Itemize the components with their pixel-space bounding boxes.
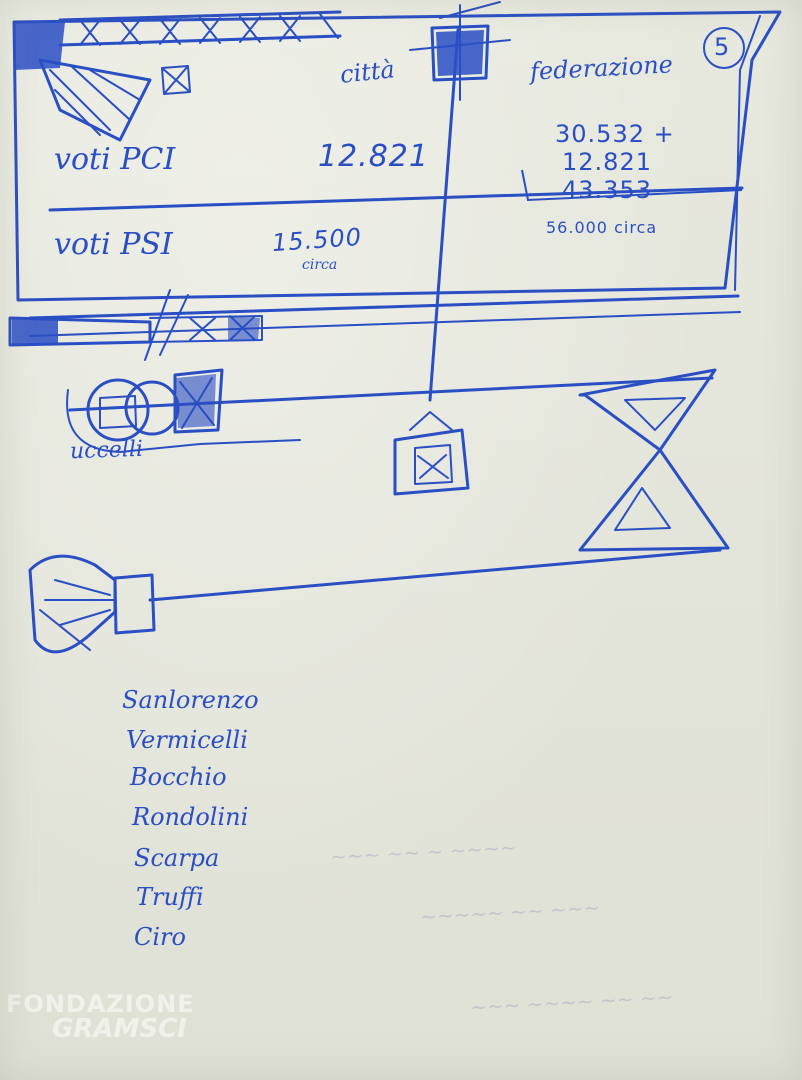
pci-federation-addend-1: 30.532 + (555, 120, 675, 148)
watermark-line-1: FONDAZIONE (6, 990, 195, 1018)
psi-city-note: circa (302, 257, 338, 273)
name-item: Ciro (134, 923, 186, 951)
scribbled-word: uccelli (69, 436, 144, 465)
psi-city-value: 15.500 (271, 222, 363, 258)
row-label-psi-votes: voti PSI (54, 227, 173, 262)
name-item: Truffi (136, 883, 204, 911)
pci-federation-total: 43.353 (562, 176, 652, 204)
name-item: Scarpa (134, 844, 220, 872)
name-item: Sanlorenzo (122, 686, 259, 714)
name-item: Bocchio (130, 763, 227, 791)
pci-city-value: 12.821 (318, 139, 429, 174)
column-header-federation: federazione (529, 50, 674, 86)
watermark-line-2: GRAMSCI (52, 1014, 187, 1044)
column-header-city: città (338, 55, 397, 89)
page-number: 5 (714, 33, 731, 61)
name-item: Rondolini (132, 803, 249, 831)
name-item: Vermicelli (126, 726, 248, 754)
fondazione-gramsci-watermark: FONDAZIONE GRAMSCI (6, 992, 195, 1042)
pci-federation-addend-2: 12.821 (562, 148, 652, 176)
psi-federation-value: 56.000 circa (546, 218, 658, 237)
row-label-pci-votes: voti PCI (54, 142, 176, 177)
